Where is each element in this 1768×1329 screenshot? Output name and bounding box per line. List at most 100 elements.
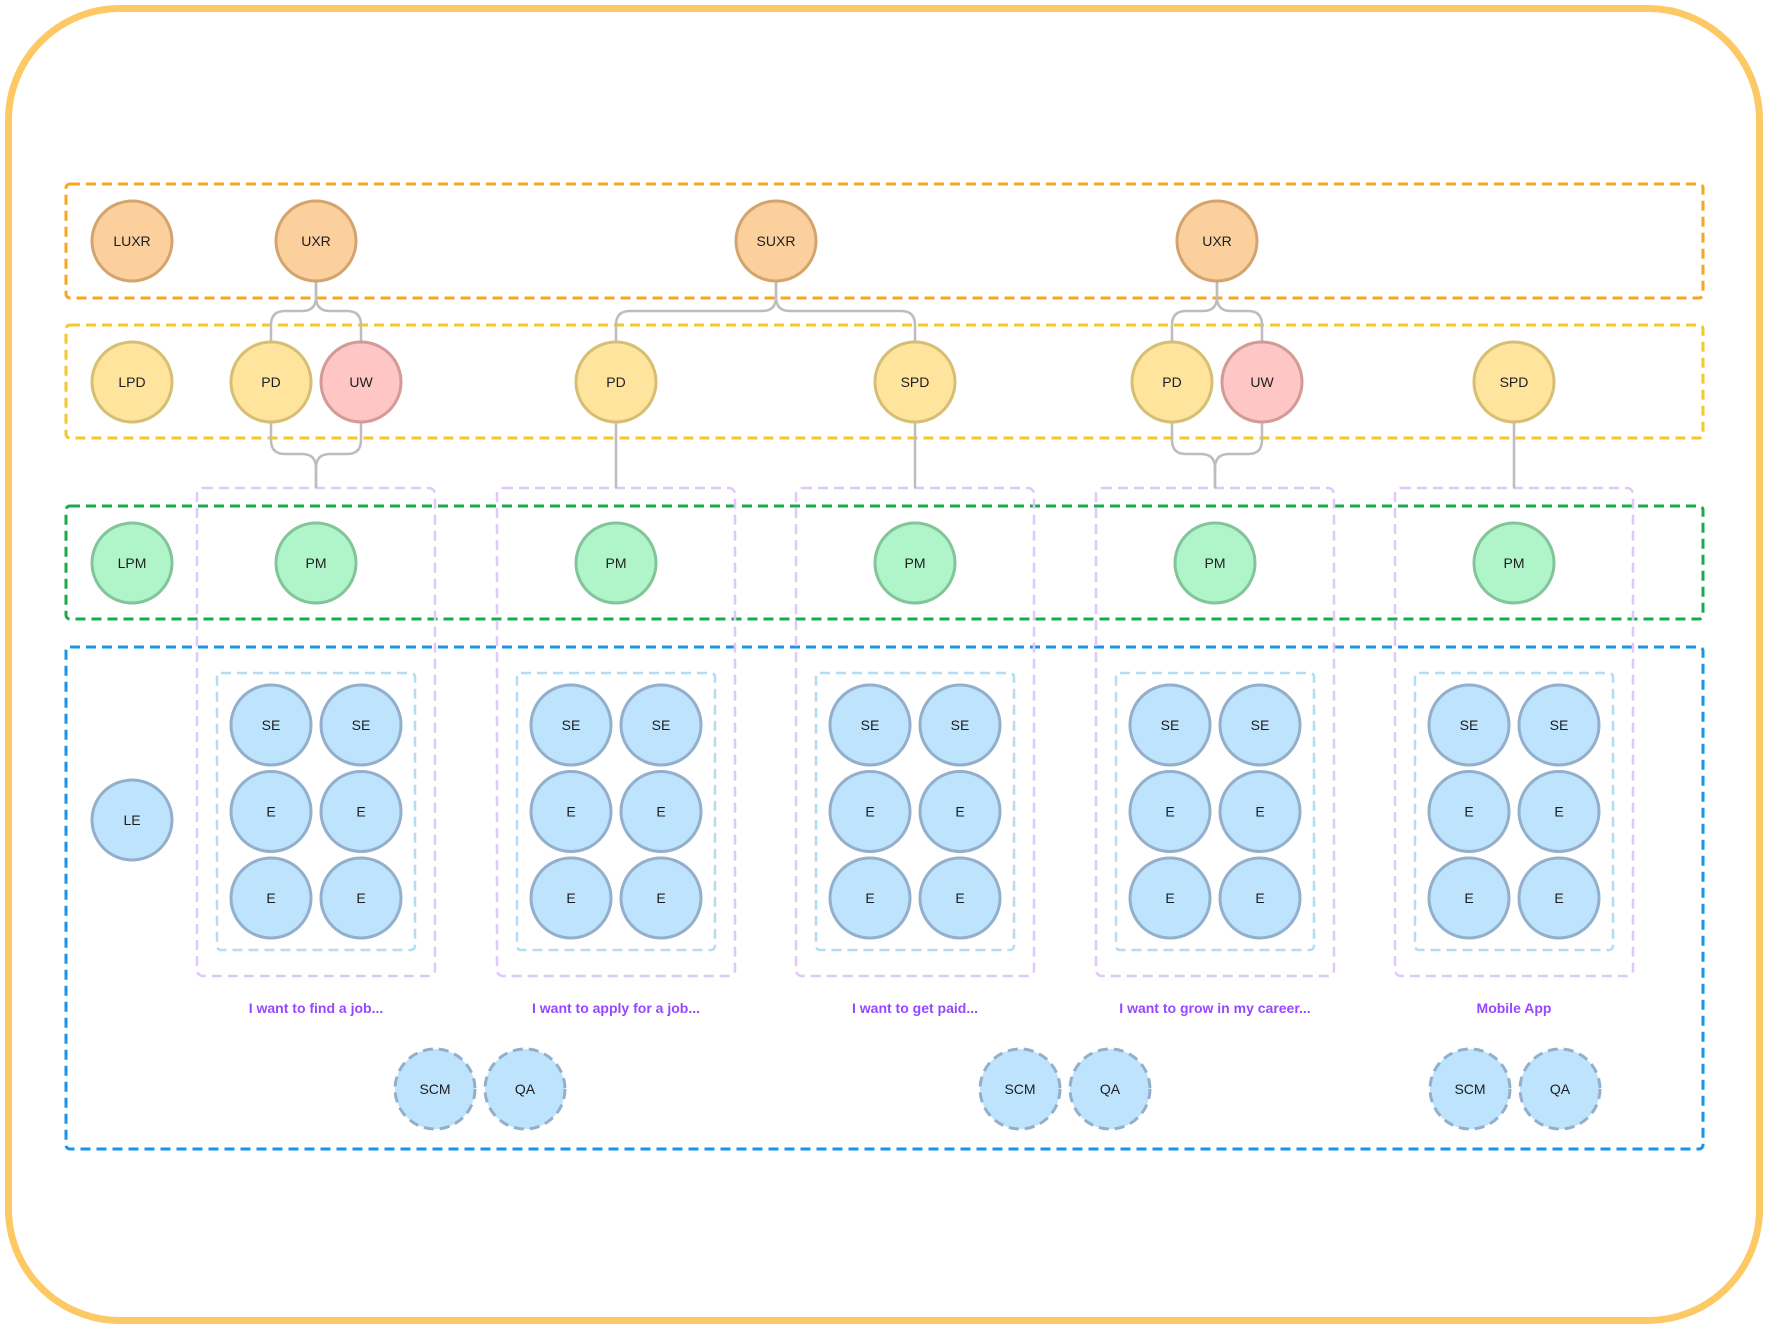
squad-caption: Mobile App bbox=[1477, 1000, 1552, 1016]
engineer-node-label: E bbox=[865, 890, 874, 906]
pm-band bbox=[64, 504, 1705, 621]
pm-2-node: PM bbox=[574, 521, 658, 605]
senior-engineer-node: SE bbox=[529, 683, 613, 767]
engineer-node-label: E bbox=[1464, 890, 1473, 906]
lpm-node: LPM bbox=[90, 521, 174, 605]
qa-node-label: QA bbox=[1100, 1081, 1121, 1097]
suxr-node: SUXR bbox=[734, 199, 818, 283]
spd-1-node: SPD bbox=[873, 340, 957, 424]
senior-engineer-node: SE bbox=[229, 683, 313, 767]
uxr-2-node-label: UXR bbox=[1202, 233, 1232, 249]
senior-engineer-node-label: SE bbox=[652, 717, 671, 733]
qa-node-label: QA bbox=[515, 1081, 536, 1097]
engineer-node-label: E bbox=[955, 804, 964, 820]
engineer-node: E bbox=[918, 856, 1002, 940]
squad-caption: I want to get paid... bbox=[852, 1000, 978, 1016]
uxr-1-node: UXR bbox=[274, 199, 358, 283]
engineer-node: E bbox=[619, 770, 703, 853]
engineer-node: E bbox=[619, 856, 703, 940]
senior-engineer-node-label: SE bbox=[352, 717, 371, 733]
uw-2-node-label: UW bbox=[1250, 374, 1274, 390]
engineer-node-label: E bbox=[356, 804, 365, 820]
uw-1-node: UW bbox=[319, 340, 403, 424]
engineer-node: E bbox=[1517, 856, 1601, 940]
reporting-connector bbox=[1215, 281, 1264, 342]
reporting-connector bbox=[314, 281, 363, 342]
scm-node: SCM bbox=[978, 1047, 1062, 1131]
pm-5-node: PM bbox=[1472, 521, 1556, 605]
pm-5-node-label: PM bbox=[1504, 555, 1525, 571]
engineer-node-label: E bbox=[566, 890, 575, 906]
senior-engineer-node-label: SE bbox=[1161, 717, 1180, 733]
uxr-2-node: UXR bbox=[1175, 199, 1259, 283]
engineer-node: E bbox=[1218, 770, 1302, 853]
squad-caption: I want to apply for a job... bbox=[532, 1000, 700, 1016]
engineer-node: E bbox=[1128, 856, 1212, 940]
engineer-node: E bbox=[1427, 770, 1511, 853]
engineer-node: E bbox=[229, 770, 313, 853]
le-node-label: LE bbox=[123, 812, 140, 828]
engineer-node: E bbox=[529, 856, 613, 940]
senior-engineer-node-label: SE bbox=[562, 717, 581, 733]
scm-node-label: SCM bbox=[419, 1081, 450, 1097]
pm-3-node-label: PM bbox=[905, 555, 926, 571]
senior-engineer-node: SE bbox=[319, 683, 403, 767]
engineer-node-label: E bbox=[656, 804, 665, 820]
senior-engineer-node-label: SE bbox=[951, 717, 970, 733]
engineer-node-label: E bbox=[1255, 890, 1264, 906]
qa-node: QA bbox=[1518, 1047, 1602, 1131]
qa-node: QA bbox=[483, 1047, 567, 1131]
engineer-node-label: E bbox=[266, 890, 275, 906]
pd-2-node: PD bbox=[574, 340, 658, 424]
lpm-node-label: LPM bbox=[118, 555, 147, 571]
luxr-node-label: LUXR bbox=[113, 233, 150, 249]
reporting-connector bbox=[1213, 422, 1264, 488]
engineer-cluster bbox=[1114, 671, 1316, 952]
senior-engineer-node: SE bbox=[828, 683, 912, 767]
lpd-node-label: LPD bbox=[118, 374, 145, 390]
scm-node-label: SCM bbox=[1004, 1081, 1035, 1097]
qa-node: QA bbox=[1068, 1047, 1152, 1131]
senior-engineer-node: SE bbox=[918, 683, 1002, 767]
engineer-node-label: E bbox=[356, 890, 365, 906]
engineer-node: E bbox=[1517, 770, 1601, 853]
engineer-node-label: E bbox=[1165, 804, 1174, 820]
pd-3-node-label: PD bbox=[1162, 374, 1181, 390]
squad-caption: I want to grow in my career... bbox=[1119, 1000, 1310, 1016]
connector-layer bbox=[269, 281, 1516, 488]
spd-1-node-label: SPD bbox=[901, 374, 930, 390]
pm-4-node-label: PM bbox=[1205, 555, 1226, 571]
senior-engineer-node-label: SE bbox=[861, 717, 880, 733]
engineer-node: E bbox=[229, 856, 313, 940]
engineer-node-label: E bbox=[865, 804, 874, 820]
design-band bbox=[64, 323, 1705, 440]
reporting-connector bbox=[1170, 281, 1219, 342]
pd-1-node-label: PD bbox=[261, 374, 280, 390]
scm-node: SCM bbox=[393, 1047, 477, 1131]
senior-engineer-node-label: SE bbox=[1251, 717, 1270, 733]
senior-engineer-node: SE bbox=[619, 683, 703, 767]
pm-1-node-label: PM bbox=[306, 555, 327, 571]
engineer-node-label: E bbox=[1255, 804, 1264, 820]
senior-engineer-node-label: SE bbox=[1550, 717, 1569, 733]
qa-node-label: QA bbox=[1550, 1081, 1571, 1097]
pd-3-node: PD bbox=[1130, 340, 1214, 424]
engineer-node: E bbox=[918, 770, 1002, 853]
engineer-node: E bbox=[828, 770, 912, 853]
reporting-connector bbox=[314, 422, 363, 488]
spd-2-node-label: SPD bbox=[1500, 374, 1529, 390]
senior-engineer-node: SE bbox=[1517, 683, 1601, 767]
engineer-node-label: E bbox=[1554, 890, 1563, 906]
engineer-cluster bbox=[1413, 671, 1615, 952]
reporting-connector bbox=[774, 281, 917, 342]
engineer-node: E bbox=[319, 856, 403, 940]
luxr-node: LUXR bbox=[90, 199, 174, 283]
senior-engineer-node-label: SE bbox=[262, 717, 281, 733]
engineer-node-label: E bbox=[1464, 804, 1473, 820]
engineer-node: E bbox=[319, 770, 403, 853]
squad-caption: I want to find a job... bbox=[249, 1000, 384, 1016]
senior-engineer-node: SE bbox=[1427, 683, 1511, 767]
reporting-connector bbox=[614, 281, 778, 342]
spd-2-node: SPD bbox=[1472, 340, 1556, 424]
